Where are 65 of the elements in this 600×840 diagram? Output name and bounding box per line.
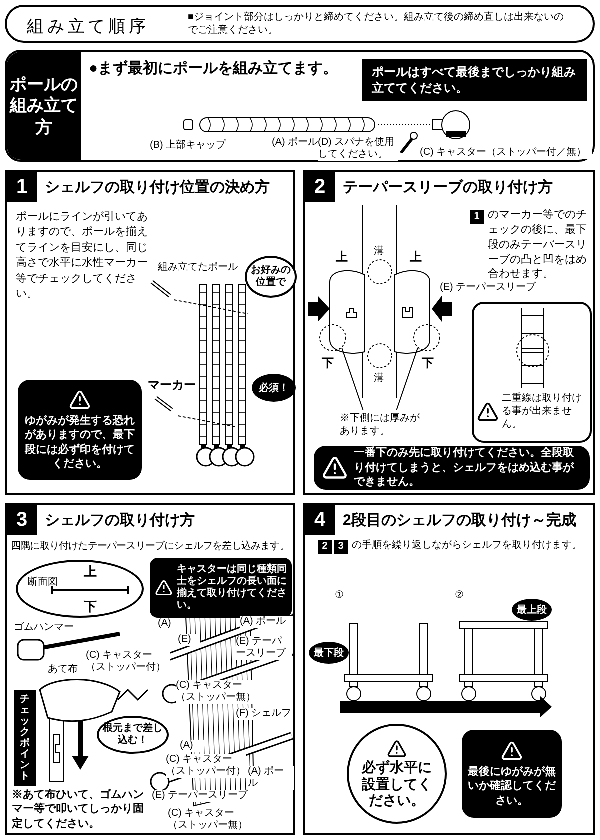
instruction-text: のマーカー等でのチェックの後に、最下段のみテーパースリーブの凸と凹をはめ合わせます。 (488, 208, 588, 282)
instruction-text: 四隅に取り付けたテーパースリーブにシェルフを差し込みます。 (11, 540, 290, 553)
part-label: (C) キャスター（ストッパー付） (166, 754, 246, 778)
panel-heading: 2段目のシェルフの取り付け～完成 (343, 511, 576, 531)
groove-label: 溝 (374, 373, 386, 385)
groove-label: 溝 (374, 246, 386, 258)
warning-box (150, 558, 292, 618)
warning-box (462, 730, 562, 818)
speech-bubble: 必須！ (252, 374, 296, 402)
section-heading: ●まず最初にポールを組み立てます。 (89, 59, 338, 79)
orientation-label: 下 (84, 600, 97, 613)
step-reference-badge: 1 (470, 210, 484, 224)
part-label: (C) キャスター（ストッパー付） (86, 650, 170, 674)
page-title: 組み立て順序 (27, 16, 150, 38)
instruction-text: の手順を繰り返しながらシェルフを取り付けます。 (352, 539, 583, 552)
warning-text: キャスターは同じ種類同士をシェルフの長い面に揃えて取り付けてください。 (177, 564, 287, 612)
warning-text: ゆがみが発生する恐れがありますので、最下段には必ず印を付けてください。 (24, 414, 136, 472)
part-label: (E) (178, 634, 200, 646)
step-reference-badge: 2 (318, 540, 332, 554)
orientation-label: 上 (84, 565, 97, 578)
orientation-label: 下 (322, 356, 335, 370)
speech-bubble: 最上段 (512, 599, 552, 621)
caution-box (472, 302, 592, 443)
marker-label: マーカー (148, 378, 197, 392)
panel-heading: テーパースリーブの取り付け方 (343, 178, 553, 198)
orientation-label: 上 (336, 250, 349, 264)
leader-line (342, 348, 364, 410)
part-label: 組み立てたポール (158, 262, 240, 274)
part-label: (D) スパナを使用してください。 (318, 137, 398, 161)
step-reference-badge: 3 (334, 540, 348, 554)
note-text: ※下側には厚みがあります。 (340, 412, 424, 440)
section-label: 断面図 (28, 576, 58, 590)
caution-text: 必ず水平に設置してください。 (360, 758, 433, 810)
speech-bubble: お好みの位置で (245, 256, 297, 298)
part-label: (A) (180, 740, 204, 752)
step-badge: 2 (305, 172, 335, 202)
step-panel (303, 170, 595, 495)
step-panel (303, 503, 595, 835)
part-label: (F) シェルフ (236, 708, 292, 720)
warning-box (18, 380, 142, 480)
title-banner (5, 5, 595, 43)
callout-box: ポールはすべて最後までしっかり組み立ててください。 (362, 59, 587, 101)
warning-text: 一番下のみ先に取り付けてください。全段取り付けてしまうと、シェルフをはめ込む事ができません。 (354, 446, 576, 490)
panel-heading: シェルフの取り付け位置の決め方 (45, 178, 270, 198)
warning-text: 最後にゆがみが無いか確認してください。 (468, 765, 556, 808)
part-label: (A) ポール (240, 616, 292, 628)
orientation-label: 上 (410, 250, 423, 264)
part-label: (A) ポール (248, 766, 294, 790)
step-badge: 3 (7, 505, 37, 535)
step-badge: 1 (7, 172, 37, 202)
speech-bubble: 最下段 (309, 642, 349, 664)
step-panel (5, 170, 295, 495)
part-label: (E) テーパースリーブ (236, 636, 292, 660)
warning-banner (314, 446, 590, 490)
part-label: (C) キャスター（ストッパー付／無） (420, 147, 592, 159)
notice-text: ■ジョイント部分はしっかりと締めてください。組み立て後の締め直しは出来ないのでご注意ください。 (188, 12, 566, 37)
orientation-label: 下 (422, 356, 435, 370)
step-badge: 4 (305, 505, 335, 535)
panel-heading: シェルフの取り付け方 (45, 511, 195, 531)
check-point-tab: チェックポイント (14, 690, 36, 786)
instruction-text: ※あて布ひいて、ゴムハンマー等で叩いてしっかり固定してください。 (12, 788, 145, 831)
leader-line (396, 348, 418, 410)
caution-text: 二重線は取り付ける事が出来ません。 (502, 392, 583, 431)
instruction-text: ポールにラインが引いてありますので、ポールを揃えてラインを目安にし、同じ高さで水平に水性マーカー等でチェックしてください。 (16, 210, 149, 302)
section-tab: ポールの組み立て方 (7, 52, 81, 160)
